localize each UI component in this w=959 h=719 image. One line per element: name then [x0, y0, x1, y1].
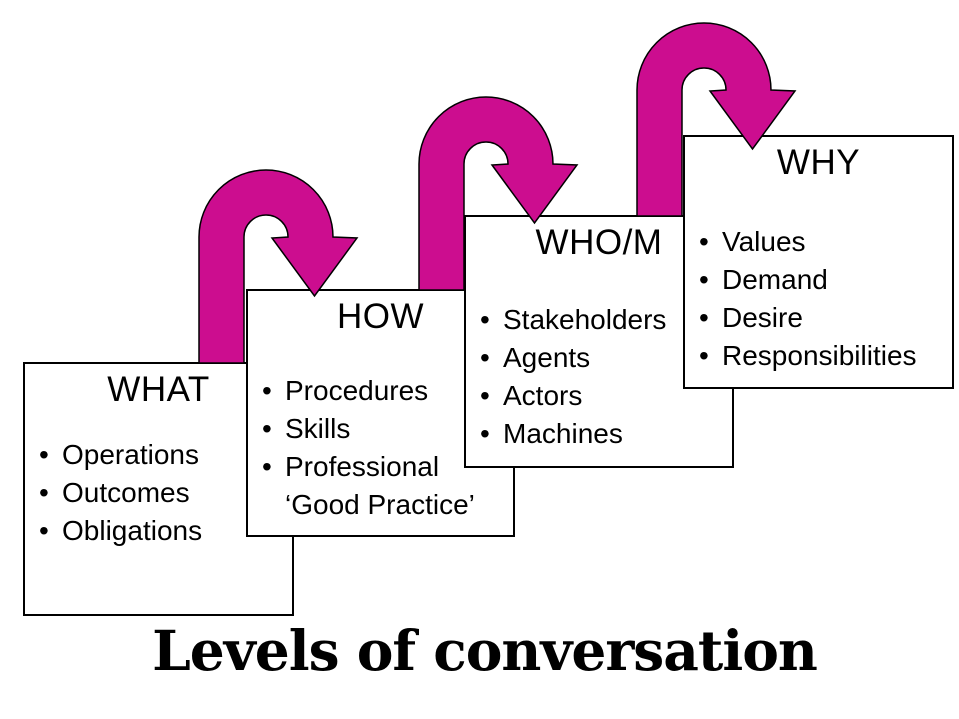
- box-title-what: WHAT: [107, 370, 210, 409]
- slide-title: Levels of conversation: [152, 618, 818, 683]
- bullet-dot: •: [699, 340, 709, 371]
- bullet-item: • Operations: [39, 436, 287, 474]
- bullet-item: • Agents: [480, 339, 727, 377]
- bullet-text: Machines: [503, 418, 623, 449]
- bullet-dot: •: [480, 304, 490, 335]
- box-title-why: WHY: [776, 143, 861, 182]
- bullet-dot: •: [39, 477, 49, 508]
- bullet-dot: •: [480, 342, 490, 373]
- bullet-text: Stakeholders: [503, 304, 667, 335]
- bullet-item: • Outcomes: [39, 474, 287, 512]
- bullet-dot: •: [39, 439, 49, 470]
- bullet-text: Outcomes: [62, 477, 190, 508]
- bullet-text: Skills: [285, 413, 351, 444]
- bullet-text: Values: [722, 226, 806, 257]
- bullet-dot: •: [262, 451, 272, 482]
- bullet-item: • Skills: [262, 410, 508, 448]
- bullet-text: Desire: [722, 302, 803, 333]
- bullet-dot: •: [699, 302, 709, 333]
- bullet-dot: •: [699, 226, 709, 257]
- bullet-text: Obligations: [62, 515, 203, 546]
- bullet-item: • Obligations: [39, 512, 287, 550]
- bullet-dot: •: [262, 413, 272, 444]
- bullet-list-what: • Operations • Outcomes • Obligations: [39, 436, 287, 550]
- bullet-text: Actors: [503, 380, 583, 411]
- bullet-dot: •: [699, 264, 709, 295]
- bullet-item: • Machines: [480, 415, 727, 453]
- level-box-why: WHY • Values • Demand • Desire • Responsibil…: [683, 135, 954, 389]
- bullet-item: • Actors: [480, 377, 727, 415]
- bullet-text: Responsibilities: [722, 340, 917, 371]
- bullet-dot: •: [480, 380, 490, 411]
- bullet-list-how: •Procedures •Skills •Professional ‘Good …: [262, 372, 508, 524]
- bullet-item: • Procedures: [262, 372, 508, 410]
- bullet-text: Procedures: [285, 375, 429, 406]
- bullet-dot: •: [480, 418, 490, 449]
- bullet-item: • Professional ‘Good Practice’: [262, 448, 508, 524]
- bullet-text: Demand: [722, 264, 828, 295]
- bullet-text: Operations: [62, 439, 199, 470]
- bullet-item: • Desire: [699, 299, 947, 337]
- bullet-item: • Responsibilities: [699, 337, 947, 375]
- bullet-item: • Values: [699, 223, 947, 261]
- bullet-text: Agents: [503, 342, 591, 373]
- bullet-list-whom: • Stakeholders • Agents • Actors • Machines: [480, 301, 727, 453]
- bullet-item: • Stakeholders: [480, 301, 727, 339]
- bullet-item: • Demand: [699, 261, 947, 299]
- bullet-list-why: • Values • Demand • Desire • Responsibilitie…: [699, 223, 947, 375]
- bullet-text: Professional ‘Good Practice’: [285, 451, 475, 520]
- bullet-dot: •: [262, 375, 272, 406]
- bullet-dot: •: [39, 515, 49, 546]
